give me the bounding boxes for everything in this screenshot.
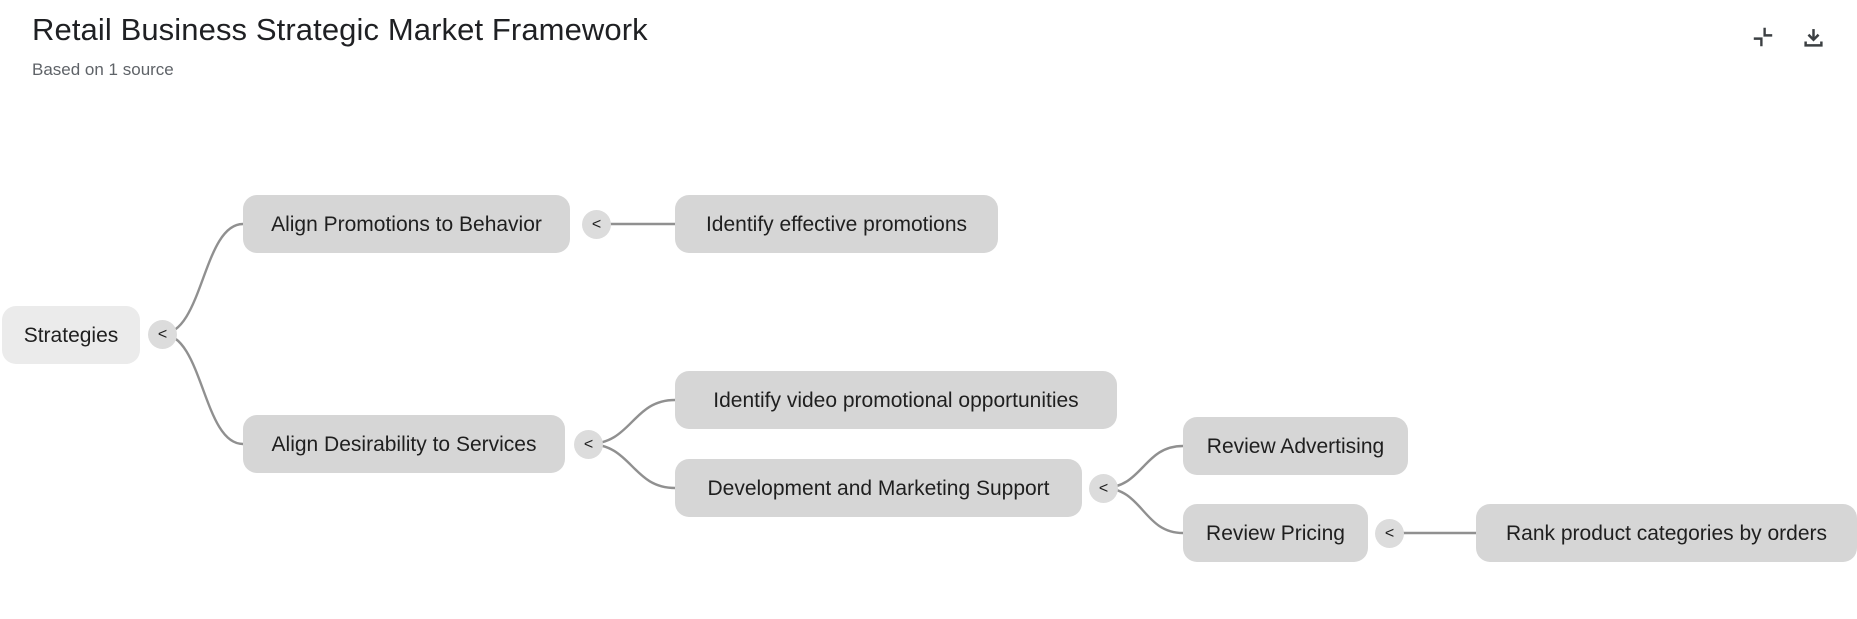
collapse-toggle-align-promotions[interactable]: < (582, 210, 611, 239)
collapse-toggle-development[interactable]: < (1089, 474, 1118, 503)
mindmap-node-rank-product-categories-by-orders[interactable]: Rank product categories by orders (1476, 504, 1857, 562)
collapse-toggle-review-pricing[interactable]: < (1375, 519, 1404, 548)
collapse-toggle-strategies[interactable]: < (148, 320, 177, 349)
collapse-toggle-align-desirability[interactable]: < (574, 430, 603, 459)
page-title: Retail Business Strategic Market Framewo… (32, 12, 648, 47)
collapse-icon (1750, 24, 1776, 50)
source-count-label: Based on 1 source (32, 60, 174, 79)
mindmap-node-identify-video-promotional-opportunities[interactable]: Identify video promotional opportunities (675, 371, 1117, 429)
edge-strategies-to-align-promotions (161, 222, 244, 336)
download-icon (1800, 24, 1827, 51)
mindmap-node-review-advertising[interactable]: Review Advertising (1183, 417, 1408, 475)
mindmap-node-align-desirability-to-services[interactable]: Align Desirability to Services (243, 415, 565, 473)
mindmap-node-review-pricing[interactable]: Review Pricing (1183, 504, 1368, 562)
collapse-nodes-button[interactable] (1743, 17, 1783, 57)
mindmap-node-align-promotions-to-behavior[interactable]: Align Promotions to Behavior (243, 195, 570, 253)
edge-strategies-to-align-desirability (161, 332, 244, 446)
mindmap-node-identify-effective-promotions[interactable]: Identify effective promotions (675, 195, 998, 253)
mindmap-node-strategies[interactable]: Strategies (2, 306, 140, 364)
mindmap-node-development-and-marketing-support[interactable]: Development and Marketing Support (675, 459, 1082, 517)
download-button[interactable] (1793, 17, 1833, 57)
